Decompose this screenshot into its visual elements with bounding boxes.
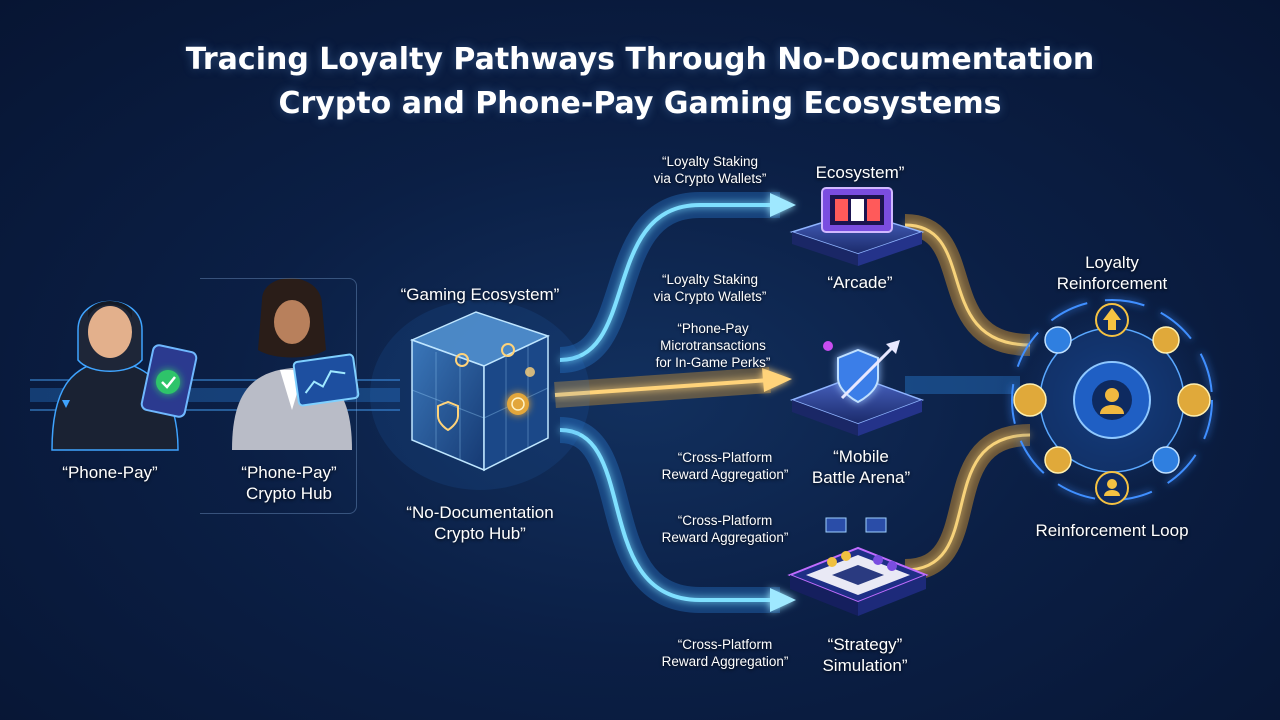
gear-icon: [1013, 326, 1211, 474]
woman-with-tablet-figure: [232, 278, 352, 450]
coin-icon: [507, 393, 529, 415]
return-flow-top: [904, 214, 1031, 356]
page-title: Tracing Loyalty Pathways Through No-Docu…: [0, 38, 1280, 126]
battle-arena-label: “Mobile Battle Arena”: [811, 447, 911, 487]
return-flow-bottom: [904, 424, 1031, 581]
heart-badge-icon: [62, 400, 70, 408]
crypto-hub-user-label: “Phone-Pay” Crypto Hub: [241, 463, 337, 503]
phone-pay-phone-icon: [140, 344, 198, 418]
route-label-loyalty-staking-top: “Loyalty Staking via Crypto Wallets”: [653, 154, 767, 186]
battle-arena-shield-icon: [789, 340, 925, 436]
route-bottom-strategy: [558, 417, 796, 613]
arcade-bottom-label: “Arcade”: [827, 273, 893, 292]
hub-bottom-label: “No-Documentation Crypto Hub”: [406, 503, 554, 543]
hooded-user-figure: [51, 300, 179, 451]
hub-bracket: [200, 278, 357, 514]
route-label-phone-pay-microtransactions: “Phone-Pay Microtransactions for In-Game…: [655, 321, 771, 370]
route-top-arcade: [558, 192, 796, 373]
hub-top-label: “Gaming Ecosystem”: [400, 285, 560, 304]
strategy-simulation-label: “Strategy” Simulation”: [822, 635, 908, 675]
user-icon: [1095, 471, 1129, 505]
analytics-tablet-icon: [292, 353, 360, 407]
shield-icon: [437, 400, 459, 432]
strategy-chessboard-icon: [787, 517, 929, 616]
title-line-2: Crypto and Phone-Pay Gaming Ecosystems: [278, 86, 1002, 121]
route-label-cross-platform-upper: “Cross-Platform Reward Aggregation”: [661, 450, 789, 482]
route-middle-battle: [554, 367, 792, 408]
reinforcement-loop-label: Reinforcement Loop: [1035, 521, 1189, 540]
arcade-top-label: Ecosystem”: [815, 163, 905, 182]
arcade-machine-icon: [789, 187, 925, 266]
route-label-cross-platform-middle: “Cross-Platform Reward Aggregation”: [661, 513, 789, 545]
phone-pay-user-label: “Phone-Pay”: [62, 463, 158, 482]
arrow-up-icon: [1095, 303, 1129, 337]
route-label-cross-platform-bottom: “Cross-Platform Reward Aggregation”: [661, 637, 789, 669]
loyalty-reinforcement-label: Loyalty Reinforcement: [1056, 253, 1168, 293]
token-icon: [455, 343, 535, 377]
route-label-loyalty-staking-middle: “Loyalty Staking via Crypto Wallets”: [653, 272, 767, 304]
title-line-1: Tracing Loyalty Pathways Through No-Docu…: [185, 42, 1095, 77]
crypto-hub-cube: [370, 300, 590, 490]
